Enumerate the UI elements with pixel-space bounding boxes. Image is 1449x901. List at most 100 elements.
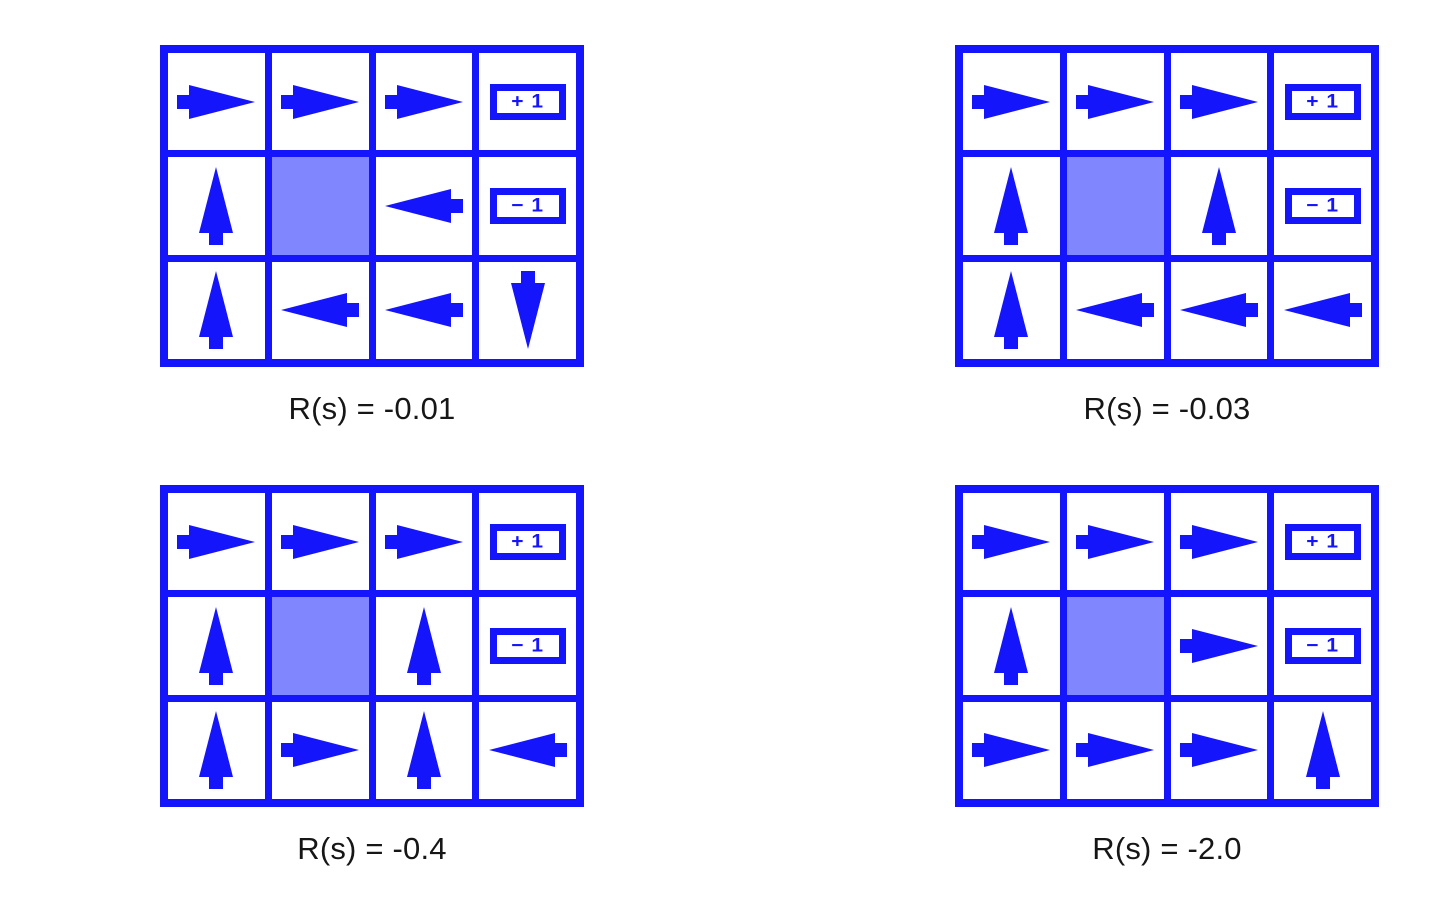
reward-minus-one-icon: − 1 — [489, 187, 566, 224]
policy-grid-panel-r-2-0: + 1 − 1 — [955, 485, 1379, 807]
reward-plus-one-icon: + 1 — [489, 83, 566, 120]
policy-cell-left — [479, 701, 576, 799]
terminal-cell-negative: − 1 — [1274, 157, 1371, 255]
reward-minus-one-icon: − 1 — [489, 627, 566, 664]
policy-cell-up — [168, 701, 265, 799]
grid-wrapper: + 1 − 1 — [847, 45, 1449, 367]
arrow-right-icon — [1076, 84, 1155, 119]
reward-label: − 1 — [511, 635, 545, 657]
arrow-right-icon — [1179, 524, 1258, 559]
policy-panel-bottom-left: + 1 − 1 R(s) = -0.4 — [52, 485, 692, 867]
reward-minus-one-icon: − 1 — [1284, 187, 1361, 224]
policy-cell-right — [1170, 597, 1268, 695]
arrow-left-icon — [1283, 293, 1362, 328]
reward-label: − 1 — [1306, 195, 1340, 217]
policy-cell-right — [168, 493, 265, 591]
reward-label: + 1 — [1306, 531, 1340, 553]
policy-cell-up — [963, 157, 1060, 255]
arrow-right-icon — [1179, 84, 1258, 119]
arrow-right-icon — [384, 524, 463, 559]
policy-cell-left — [375, 157, 473, 255]
terminal-cell-positive: + 1 — [479, 53, 576, 151]
arrow-right-icon — [177, 84, 256, 119]
policy-cell-right — [963, 701, 1060, 799]
panel-caption: R(s) = -0.4 — [297, 831, 447, 866]
arrow-left-icon — [1179, 293, 1258, 328]
reward-plus-one-icon: + 1 — [1284, 523, 1361, 560]
policy-cell-right — [375, 493, 473, 591]
policy-cell-right — [1170, 701, 1268, 799]
policy-cell-up — [963, 597, 1060, 695]
wall-cell — [1066, 157, 1164, 255]
panel-caption: R(s) = -2.0 — [1092, 831, 1242, 866]
terminal-cell-positive: + 1 — [1274, 493, 1371, 591]
grid-wrapper: + 1 − 1 — [52, 45, 692, 367]
reward-minus-one-icon: − 1 — [1284, 627, 1361, 664]
arrow-right-icon — [1179, 628, 1258, 663]
arrow-up-icon — [199, 606, 234, 685]
arrow-right-icon — [1076, 733, 1155, 768]
arrow-up-icon — [994, 606, 1029, 685]
policy-cell-right — [375, 53, 473, 151]
arrow-up-icon — [994, 166, 1029, 245]
terminal-cell-negative: − 1 — [479, 157, 576, 255]
reward-label: + 1 — [1306, 91, 1340, 113]
reward-label: − 1 — [511, 195, 545, 217]
arrow-right-icon — [281, 524, 360, 559]
policy-cell-up — [963, 261, 1060, 359]
policy-cell-right — [1066, 493, 1164, 591]
arrow-up-icon — [199, 711, 234, 790]
grid-wrapper: + 1 − 1 — [847, 485, 1449, 807]
arrow-up-icon — [406, 606, 441, 685]
panel-caption: R(s) = -0.01 — [288, 391, 456, 426]
terminal-cell-negative: − 1 — [479, 597, 576, 695]
policy-cell-up — [168, 261, 265, 359]
policy-cell-right — [1170, 53, 1268, 151]
policy-panel-top-left: + 1 − 1 R(s) = -0.01 — [52, 45, 692, 427]
policy-cell-up — [1274, 701, 1371, 799]
policy-grid-panel-r-0-03: + 1 − 1 — [955, 45, 1379, 367]
grid-wrapper: + 1 − 1 — [52, 485, 692, 807]
reward-label: + 1 — [511, 531, 545, 553]
arrow-right-icon — [1076, 524, 1155, 559]
arrow-right-icon — [972, 524, 1051, 559]
policy-cell-up — [375, 701, 473, 799]
policy-cell-left — [1066, 261, 1164, 359]
policy-cell-right — [271, 701, 369, 799]
arrow-left-icon — [1076, 293, 1155, 328]
arrow-up-icon — [199, 271, 234, 350]
policy-cell-left — [375, 261, 473, 359]
arrow-up-icon — [1305, 711, 1340, 790]
arrow-left-icon — [488, 733, 567, 768]
wall-cell — [1066, 597, 1164, 695]
wall-cell — [271, 597, 369, 695]
policy-cell-right — [1170, 493, 1268, 591]
policy-cell-up — [375, 597, 473, 695]
policy-cell-up — [168, 597, 265, 695]
policy-grid-panel-r-0-4: + 1 − 1 — [160, 485, 584, 807]
wall-cell — [271, 157, 369, 255]
policy-panel-bottom-right: + 1 − 1 R(s) = -2.0 — [847, 485, 1449, 867]
reward-plus-one-icon: + 1 — [1284, 83, 1361, 120]
reward-label: + 1 — [511, 91, 545, 113]
policy-cell-left — [271, 261, 369, 359]
arrow-right-icon — [281, 84, 360, 119]
arrow-left-icon — [384, 293, 463, 328]
policy-cell-up — [1170, 157, 1268, 255]
arrow-down-icon — [510, 271, 545, 350]
arrow-up-icon — [994, 271, 1029, 350]
arrow-right-icon — [1179, 733, 1258, 768]
reward-plus-one-icon: + 1 — [489, 523, 566, 560]
arrow-up-icon — [1201, 166, 1236, 245]
policy-cell-right — [271, 53, 369, 151]
policy-cell-right — [963, 493, 1060, 591]
arrow-up-icon — [406, 711, 441, 790]
policy-cell-right — [1066, 53, 1164, 151]
reward-label: − 1 — [1306, 635, 1340, 657]
policy-cell-right — [963, 53, 1060, 151]
arrow-left-icon — [281, 293, 360, 328]
policy-cell-right — [1066, 701, 1164, 799]
arrow-up-icon — [199, 166, 234, 245]
policy-cell-right — [168, 53, 265, 151]
